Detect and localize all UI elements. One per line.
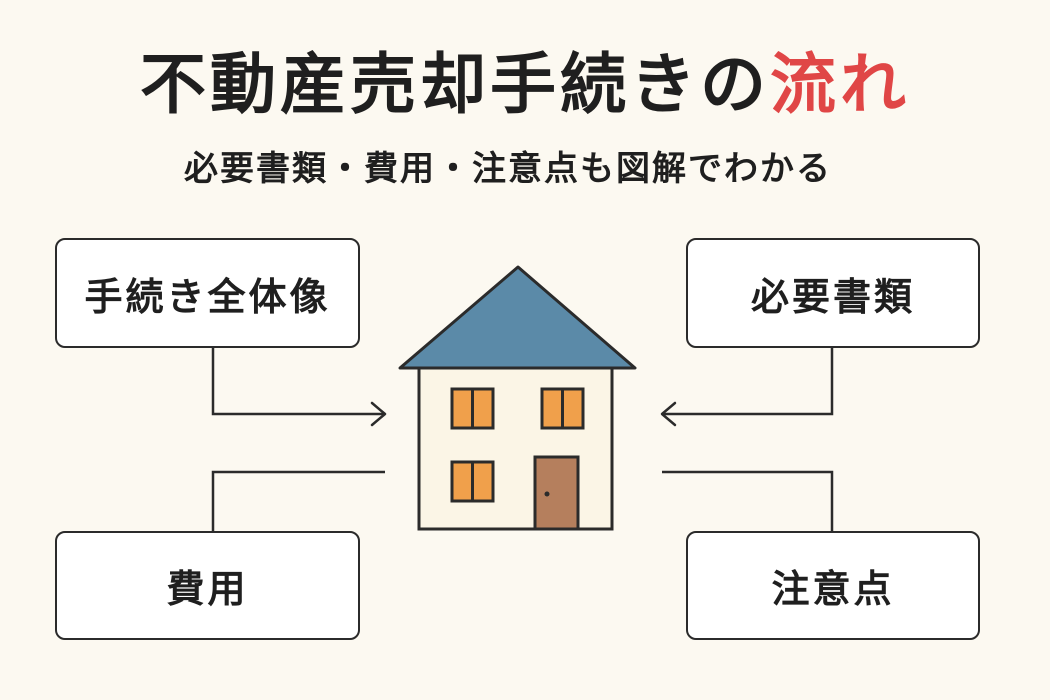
house-door bbox=[533, 455, 580, 531]
house-wall bbox=[417, 359, 614, 531]
page-title: 不動産売却手続きの流れ bbox=[0, 52, 1050, 118]
house-roof bbox=[398, 265, 637, 370]
box-cautions: 注意点 bbox=[686, 531, 980, 640]
page-subtitle: 必要書類・費用・注意点も図解でわかる bbox=[184, 149, 832, 189]
door-knob bbox=[544, 491, 550, 497]
connector-documents-arrow bbox=[662, 348, 834, 416]
house-icon bbox=[398, 265, 637, 531]
arrow-left-icon bbox=[660, 401, 677, 427]
house-window bbox=[540, 387, 585, 430]
house-window bbox=[450, 460, 495, 503]
title-main: 不動産売却手続きの bbox=[140, 46, 770, 123]
house-window bbox=[450, 387, 495, 430]
box-costs: 費用 bbox=[55, 531, 360, 640]
connector-caution-line bbox=[662, 470, 834, 531]
title-accent: 流れ bbox=[770, 46, 910, 123]
box-required-documents: 必要書類 bbox=[686, 238, 980, 348]
box-procedure-overview: 手続き全体像 bbox=[55, 238, 360, 348]
connector-cost-line bbox=[211, 470, 385, 531]
arrow-right-icon bbox=[370, 401, 387, 427]
connector-overview-arrow bbox=[211, 348, 385, 416]
